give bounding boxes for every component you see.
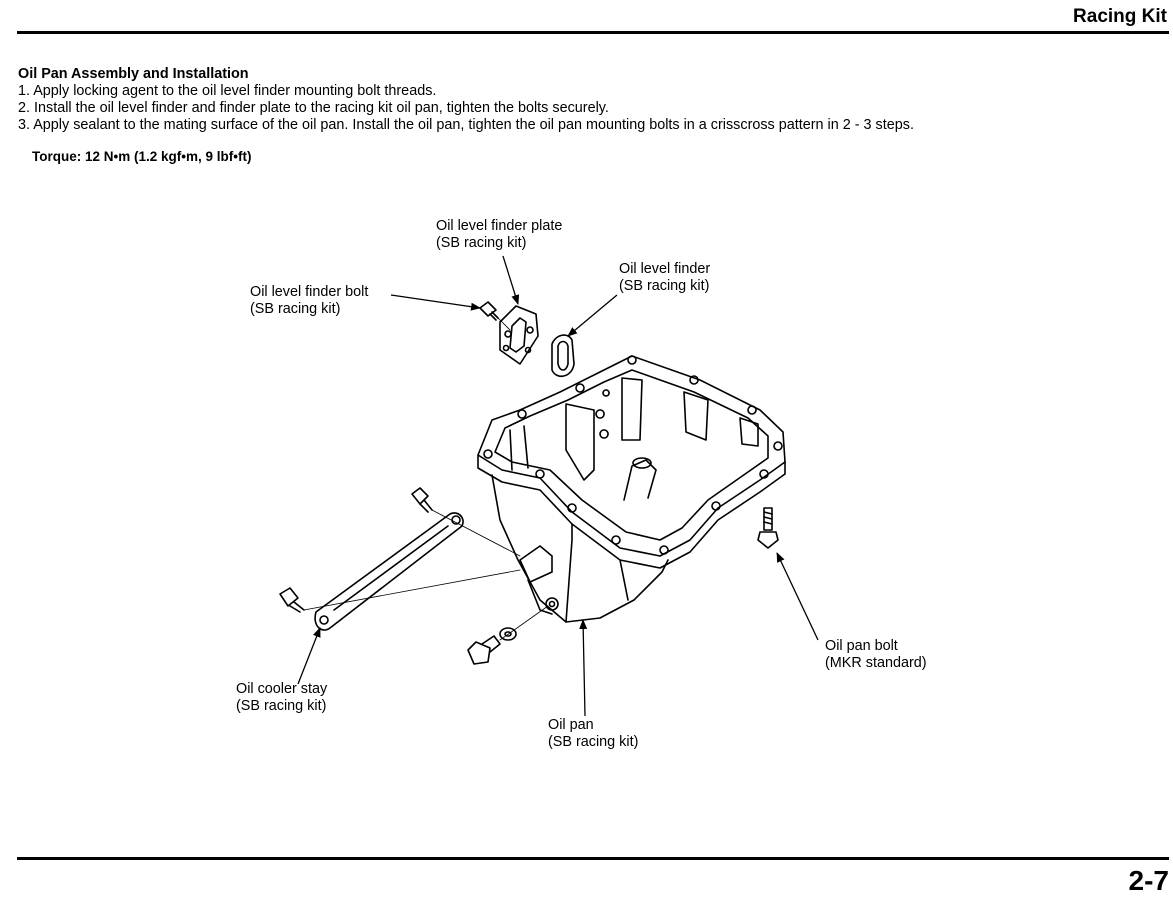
callout-oil-level-finder-plate: Oil level finder plate (SB racing kit): [436, 218, 562, 252]
oil-pan-bolt-part: [757, 507, 779, 549]
callout-line: Oil level finder: [619, 261, 711, 277]
leader-finder-bolt: [390, 294, 481, 311]
callout-line: Oil pan: [548, 717, 594, 733]
callout-line: (SB racing kit): [236, 698, 327, 714]
oil-cooler-stay-part: [314, 512, 464, 631]
procedure-heading: Oil Pan Assembly and Installation: [18, 66, 249, 82]
stay-bolt-lower-part: [279, 587, 305, 613]
callout-line: Oil level finder bolt: [250, 284, 369, 300]
procedure-step-3: 3. Apply sealant to the mating surface o…: [18, 117, 914, 133]
callout-line: (SB racing kit): [619, 278, 710, 294]
torque-spec: Torque: 12 N•m (1.2 kgf•m, 9 lbf•ft): [32, 149, 252, 164]
callout-line: (SB racing kit): [548, 734, 639, 750]
leader-oil-cooler-stay: [297, 627, 321, 685]
page-header: Racing Kit: [0, 0, 1173, 36]
callout-line: Oil cooler stay: [236, 681, 328, 697]
oil-level-finder-part: [551, 334, 575, 377]
procedure-steps: 1. Apply locking agent to the oil level …: [18, 83, 1158, 134]
leader-oil-pan: [579, 619, 588, 717]
footer-rule: [17, 857, 1169, 860]
callout-oil-level-finder: Oil level finder (SB racing kit): [619, 261, 710, 295]
leader-finder: [567, 294, 618, 337]
callout-oil-level-finder-bolt: Oil level finder bolt (SB racing kit): [250, 284, 368, 318]
callout-line: (MKR standard): [825, 655, 927, 671]
procedure-step-2: 2. Install the oil level finder and find…: [18, 100, 609, 116]
page-number: 2-7: [1128, 865, 1169, 896]
callout-line: Oil level finder plate: [436, 218, 563, 234]
oil-level-finder-bolt-part: [479, 301, 499, 321]
callout-oil-pan: Oil pan (SB racing kit): [548, 717, 638, 751]
section-title: Racing Kit: [1073, 6, 1167, 27]
callout-oil-pan-bolt: Oil pan bolt (MKR standard): [825, 638, 927, 672]
procedure-step-1: 1. Apply locking agent to the oil level …: [18, 83, 437, 99]
stay-bolt-upper-part: [411, 487, 433, 513]
oil-level-finder-plate-part: [499, 305, 539, 365]
oil-pan-part: [477, 355, 786, 623]
callout-line: (SB racing kit): [250, 301, 341, 317]
callout-line: (SB racing kit): [436, 235, 527, 251]
leader-oil-pan-bolt: [776, 552, 819, 641]
leader-finder-plate: [502, 255, 520, 305]
callout-line: Oil pan bolt: [825, 638, 898, 654]
callout-oil-cooler-stay: Oil cooler stay (SB racing kit): [236, 681, 327, 715]
procedure-section: Oil Pan Assembly and Installation 1. App…: [18, 66, 1158, 165]
header-rule: [17, 31, 1169, 34]
